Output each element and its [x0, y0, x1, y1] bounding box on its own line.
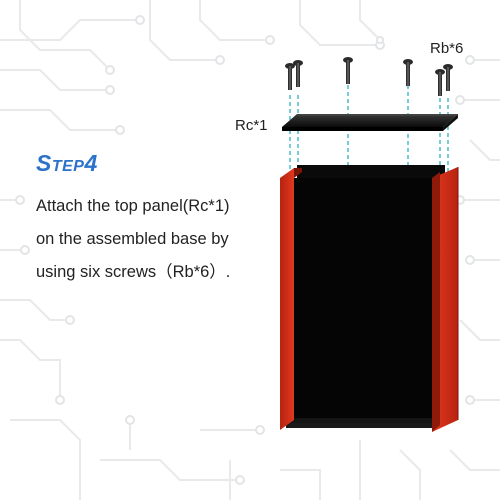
screw-icon	[343, 57, 353, 84]
instruction-line: Attach the top panel(Rc*1)	[36, 197, 230, 215]
screw-icon	[293, 60, 303, 87]
instruction-line: using six screws（Rb*6）.	[36, 263, 231, 281]
screw-icon	[285, 63, 295, 90]
screw-icon	[435, 69, 445, 96]
top-panel-rc	[282, 114, 458, 131]
assembled-base	[280, 165, 459, 432]
screws-label: Rb*6	[430, 40, 464, 57]
screws-rb	[285, 57, 453, 96]
top-panel-label: Rc*1	[235, 117, 268, 134]
instruction-text: Attach the top panel(Rc*1) on the assemb…	[36, 190, 286, 289]
screw-icon	[403, 59, 413, 86]
instruction-line: on the assembled base by	[36, 230, 229, 248]
screw-icon	[443, 64, 453, 91]
step-title: Step4	[36, 150, 98, 176]
